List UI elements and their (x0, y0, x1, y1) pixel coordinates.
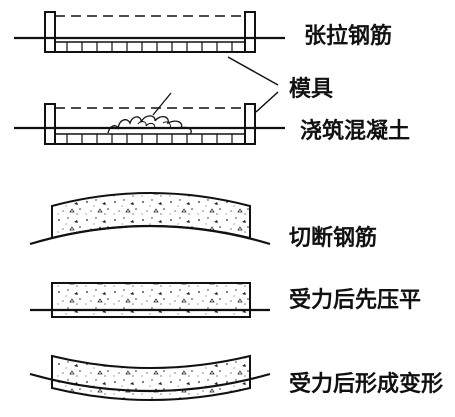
concrete-pile (107, 115, 192, 135)
rebar-3 (29, 224, 271, 246)
mold-pointer-2 (255, 91, 279, 113)
mold-left-wall (44, 11, 56, 53)
stage-tension-rebar (14, 11, 285, 86)
mold-left-wall-2 (44, 103, 56, 145)
rebar-5 (29, 372, 271, 393)
beam-flat (51, 282, 251, 318)
mold-base-ticks (66, 42, 233, 52)
stage-press-flat (30, 282, 270, 318)
label-deform: 受力后形成变形 (289, 372, 444, 397)
label-cut-rebar: 切断钢筋 (289, 226, 378, 251)
label-tension-rebar: 张拉钢筋 (304, 24, 393, 49)
label-pour-concrete: 浇筑混凝土 (300, 119, 411, 144)
pour-pointer (152, 92, 172, 116)
mold-right-wall (244, 11, 256, 53)
stage-deform (29, 354, 271, 401)
label-press-flat: 受力后先压平 (289, 288, 422, 313)
stage-cut-rebar (29, 192, 271, 246)
mold-base-ticks-2 (66, 134, 233, 144)
beam-curved-down (51, 354, 251, 401)
stage-pour-concrete (14, 91, 285, 145)
label-mold: 模具 (289, 77, 334, 102)
mold-right-wall-2 (244, 103, 256, 145)
mold-pointer-1 (227, 56, 279, 86)
